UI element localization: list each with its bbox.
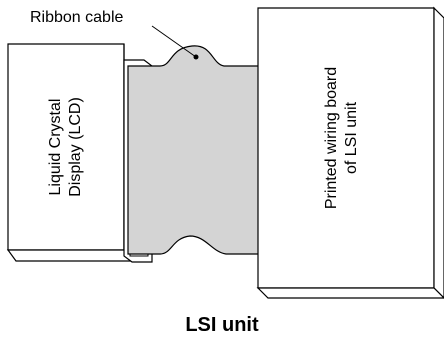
printed-wiring-board: [256, 6, 444, 299]
board-label-line2: of LSI unit: [343, 101, 360, 174]
callout-dot: [193, 54, 199, 60]
lcd-label: Liquid Crystal Display (LCD): [47, 97, 84, 197]
ribbon-cable-label: Ribbon cable: [30, 9, 124, 26]
board-bottom-face: [256, 287, 444, 299]
caption: LSI unit: [185, 314, 259, 336]
ribbon-cable-callout: Ribbon cable: [30, 9, 199, 60]
callout-leader-line: [151, 25, 197, 58]
lcd-label-line1: Liquid Crystal: [47, 99, 64, 196]
lcd-bottom-face: [6, 249, 134, 262]
board-label-line1: Printed wiring board: [323, 67, 340, 209]
lcd-front-face: [7, 43, 125, 251]
board-label: Printed wiring board of LSI unit: [323, 67, 360, 209]
lcd-label-line2: Display (LCD): [67, 97, 84, 197]
board-right-face: [433, 6, 444, 299]
